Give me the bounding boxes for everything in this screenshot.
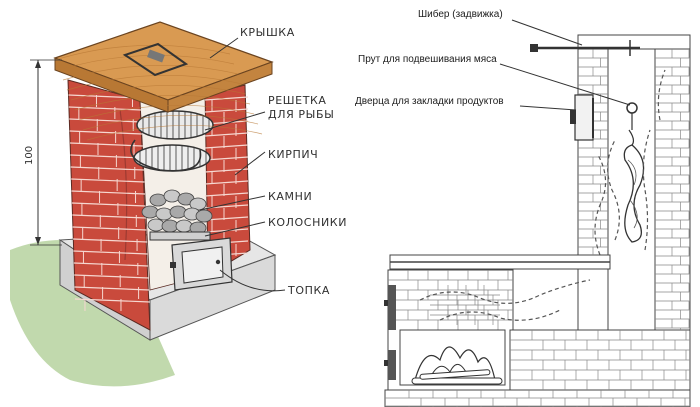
smoke-flow-arrows	[419, 69, 666, 321]
label-stones: КАМНИ	[268, 190, 312, 203]
label-brick: КИРПИЧ	[268, 148, 318, 161]
grass-patch	[10, 240, 175, 387]
grate-bars	[149, 231, 211, 241]
label-firebox: ТОПКА	[287, 284, 330, 297]
label-grill-line2: ДЛЯ РЫБЫ	[268, 108, 334, 121]
product-loading-door	[570, 94, 594, 141]
hanging-meat	[623, 144, 645, 243]
label-meat-rod: Прут для подвешивания мяса	[358, 54, 497, 65]
meat-rod	[626, 102, 638, 146]
height-dimension: 100	[24, 59, 62, 246]
right-smokehouse-section: Шибер (задвижка) Прут для подвешивания м…	[355, 8, 691, 407]
right-leader-lines	[499, 19, 631, 111]
firewood	[411, 369, 503, 385]
height-dimension-label: 100	[24, 146, 35, 165]
lower-firebox-door	[388, 350, 396, 380]
label-lid: КРЫШКА	[240, 26, 295, 39]
damper	[530, 40, 640, 56]
label-grill-line1: РЕШЕТКА	[268, 94, 327, 107]
right-brick-pattern	[385, 49, 690, 407]
second-rack	[133, 144, 211, 172]
stones-pile	[141, 189, 213, 235]
label-grate: КОЛОСНИКИ	[268, 216, 347, 229]
wooden-lid	[53, 21, 274, 141]
fire	[399, 329, 506, 386]
left-smokehouse: 100 КРЫШКА РЕШЕТКА ДЛЯ РЫБЫ КИРПИЧ КАМНИ…	[10, 21, 347, 387]
label-loading-door: Дверца для закладки продуктов	[355, 96, 504, 107]
label-damper: Шибер (задвижка)	[418, 8, 503, 20]
upper-firebox-door	[388, 285, 396, 330]
left-leader-lines	[199, 37, 286, 292]
firebox-door	[170, 237, 233, 291]
